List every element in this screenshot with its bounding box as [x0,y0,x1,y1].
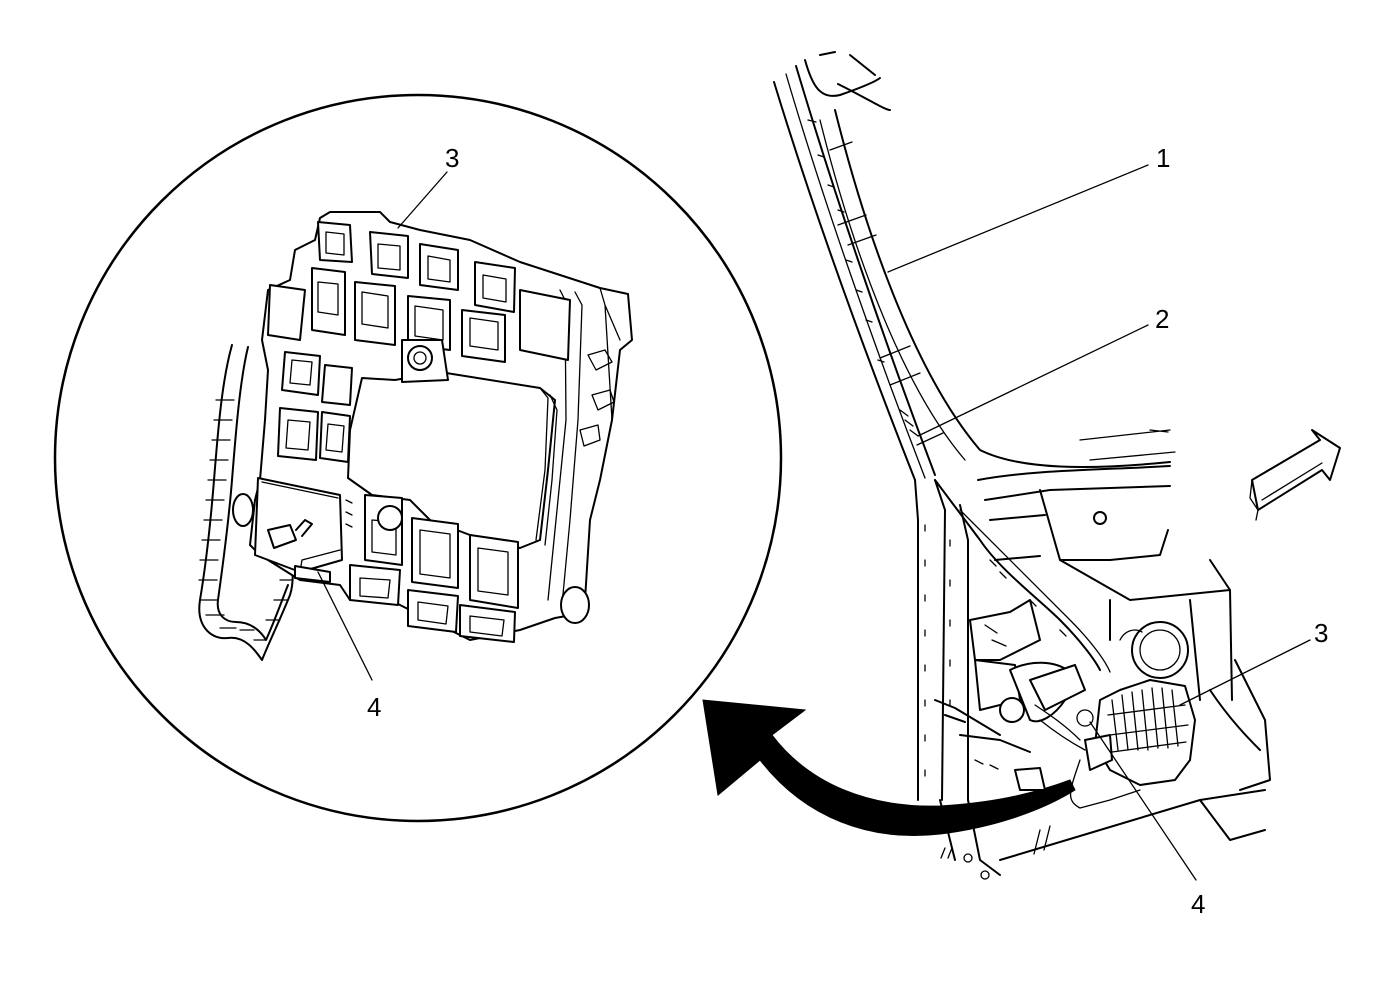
relay-column-left [267,284,353,463]
inset-callout-4: 4 [367,692,381,722]
leader-2 [917,324,1149,437]
module-installed [1069,679,1196,809]
forward-direction-arrow [1249,429,1341,521]
inset-callout-3: 3 [445,143,459,173]
callout-3: 3 [1314,618,1328,648]
detail-inset: 3 4 [53,93,783,823]
callout-2: 2 [1155,304,1169,334]
callout-1: 1 [1156,143,1170,173]
relay-row-top [311,221,571,383]
inset-leader-4 [317,571,373,681]
harness-connector [254,477,353,583]
leader-3 [1179,639,1311,706]
round-opening [1119,621,1189,679]
inset-leader-3 [397,171,448,229]
leader-4 [1089,721,1197,881]
magnify-arrow [702,699,1076,836]
relay-row-bottom [349,494,590,643]
callout-4: 4 [1191,889,1205,919]
vehicle-structure [773,51,1271,880]
leader-1 [887,164,1149,273]
